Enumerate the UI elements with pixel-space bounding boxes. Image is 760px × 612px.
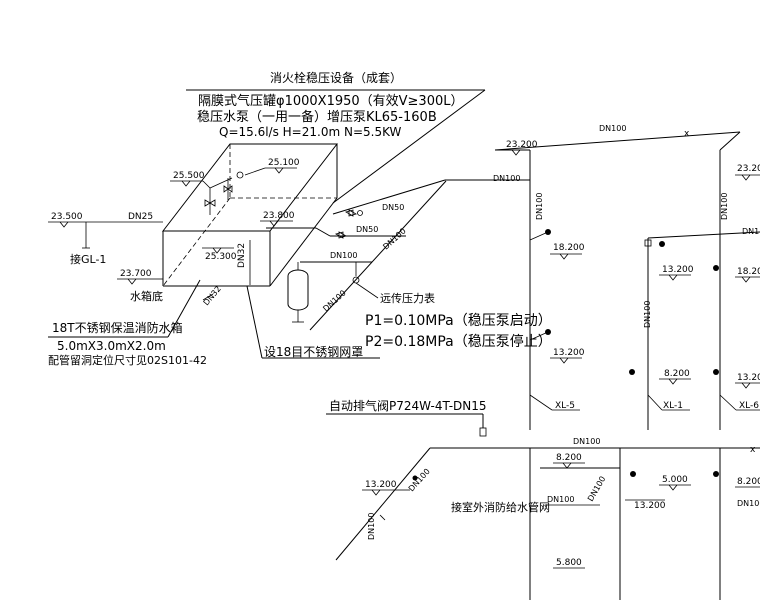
exhaust-valve-label: 自动排气阀P724W-4T-DN15 (329, 398, 487, 413)
riser-xl1: DN1 13.200 8.200 XL-1 (629, 227, 760, 430)
tank-bottom-label: 水箱底 (130, 289, 163, 303)
screen-label: 设18目不锈钢网罩 (264, 345, 363, 359)
pipe-dn100-small2: DN100 (586, 475, 608, 503)
gauge-p1: P1=0.10MPa（稳压泵启动） (365, 313, 552, 329)
elev-8200-c: 8.200 (737, 477, 760, 487)
elev-13200-b: 13.200 (662, 265, 694, 275)
elev-8200-a: 8.200 (664, 369, 690, 379)
pipe-dn25: DN25 (128, 212, 153, 222)
elev-8200-b: 8.200 (556, 453, 582, 463)
riser-label-xl6: XL-6 (739, 401, 759, 411)
pipe-dn100-right-low: DN100 (737, 499, 760, 508)
gauge-title: 远传压力表 (380, 291, 435, 305)
pipe-dn100-h: DN100 (330, 251, 357, 260)
elev-25100: 25.100 (268, 158, 300, 168)
tank-desc-3: 配管留洞定位尺寸见02S101-42 (48, 353, 207, 367)
main-ring-top: DN100 x DN100 (493, 124, 741, 430)
riser-xl6: 18.200 13.200 XL-6 (713, 267, 760, 411)
elev-13200-d: 13.200 (365, 480, 397, 490)
pump-flow-line: Q=15.6l/s H=21.0m N=5.5KW (219, 125, 402, 139)
elev-23200: 23.200 (506, 140, 538, 150)
elev-13200-c: 13.200 (737, 373, 760, 383)
pump-spec-line: 稳压水泵（一用一备）增压泵KL65-160B (197, 109, 437, 125)
pipe-dn150-frag: DN1 (742, 227, 759, 236)
riser-dn100-2: DN100 (720, 193, 729, 220)
elev-25300: 25.300 (205, 252, 237, 262)
riser-xl5: 18.200 13.200 XL-5 (529, 229, 585, 411)
pressure-gauge (352, 262, 379, 299)
main-ring-bottom: DN100 x DN100 (335, 437, 760, 600)
outdoor-connect-label: 接室外消防给水管网 (451, 500, 550, 514)
pipe-dn50-bottom: DN50 (356, 225, 378, 234)
elev-5800: 5.800 (556, 558, 582, 568)
water-tank (161, 143, 339, 287)
pipe-dn50-top: DN50 (382, 203, 404, 212)
float-valve (204, 171, 244, 215)
riser-dn100-1: DN100 (535, 193, 544, 220)
connect-gl1: 接GL-1 (70, 253, 106, 266)
elev-23700: 23.700 (120, 269, 152, 279)
elev-23800: 23.800 (263, 211, 295, 221)
pressure-tank (287, 262, 309, 323)
elev-5000: 5.000 (662, 475, 688, 485)
riser-label-xl1: XL-1 (663, 401, 683, 411)
elev-25500: 25.500 (173, 171, 205, 181)
elev-23500: 23.500 (51, 212, 83, 222)
pipe-dn100-mid: DN100 (493, 174, 520, 183)
elev-18200-a: 18.200 (553, 243, 585, 253)
equipment-title: 消火栓稳压设备（成套） (270, 70, 402, 85)
tank-desc-1: 18T不锈钢保温消防水箱 (52, 320, 183, 335)
elev-13200-a: 13.200 (553, 348, 585, 358)
pipe-dn100-diag2: DN100 (321, 288, 347, 313)
svg-text:x: x (750, 445, 756, 455)
gauge-p2: P2=0.18MPa（稳压泵停止） (365, 333, 552, 350)
pipe-dn100-top: DN100 (599, 124, 626, 133)
riser-label-xl5: XL-5 (555, 401, 575, 411)
tank-desc-2: 5.0mX3.0mX2.0m (57, 339, 166, 353)
pipe-dn100-small1: DN100 (547, 495, 574, 504)
elev-23200-right: 23.200 (737, 164, 760, 174)
pipe-dn32-v: DN32 (237, 243, 247, 268)
pipe-dn32-diag: DN32 (202, 284, 223, 307)
pipe-dn100-vert-low: DN100 (367, 513, 376, 540)
pipe-dn100-low: DN100 (573, 437, 600, 446)
elev-18200-b: 18.200 (737, 267, 760, 277)
tank-spec-line: 隔膜式气压罐φ1000X1950（有效V≥300L） (198, 93, 464, 109)
svg-text:x: x (684, 129, 690, 139)
elev-13200-e: 13.200 (634, 501, 666, 511)
